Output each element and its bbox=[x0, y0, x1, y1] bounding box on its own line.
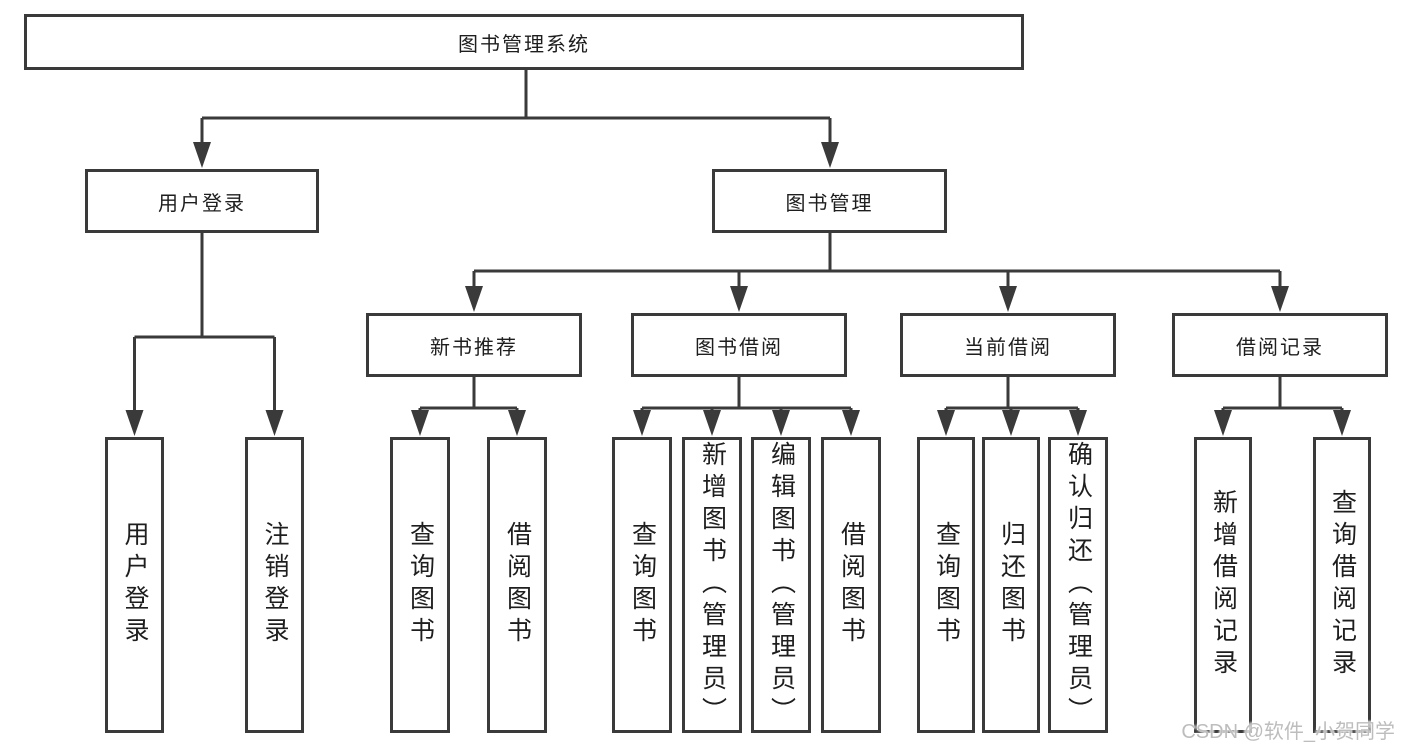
node-add-books-admin: 新增图书（管理员） bbox=[682, 437, 742, 733]
node-user-login: 用户登录 bbox=[85, 169, 319, 233]
node-label: 查询图书 bbox=[406, 521, 435, 649]
node-query-books-recommendation: 查询图书 bbox=[390, 437, 450, 733]
node-borrowing-records: 借阅记录 bbox=[1172, 313, 1388, 377]
node-query-books-borrowing: 查询图书 bbox=[612, 437, 672, 733]
node-label: 查询图书 bbox=[932, 521, 961, 649]
node-query-borrow-record: 查询借阅记录 bbox=[1313, 437, 1371, 733]
node-label: 图书管理 bbox=[785, 192, 874, 215]
node-query-books-current: 查询图书 bbox=[917, 437, 975, 733]
watermark: CSDN @软件_小贺同学 bbox=[1181, 721, 1395, 743]
node-borrow-books-recommendation: 借阅图书 bbox=[487, 437, 547, 733]
node-label: 查询图书 bbox=[628, 521, 657, 649]
node-label: 用户登录 bbox=[121, 521, 149, 649]
node-label: 新书推荐 bbox=[430, 336, 518, 359]
node-label: 新增图书（管理员） bbox=[698, 441, 727, 729]
node-label: 图书借阅 bbox=[695, 336, 783, 359]
node-current-borrowing: 当前借阅 bbox=[900, 313, 1116, 377]
node-new-book-recommendation: 新书推荐 bbox=[366, 313, 582, 377]
node-return-books: 归还图书 bbox=[982, 437, 1040, 733]
node-label: 借阅记录 bbox=[1236, 336, 1324, 359]
node-logout-leaf: 注销登录 bbox=[245, 437, 304, 733]
node-label: 新增借阅记录 bbox=[1209, 489, 1238, 681]
node-library-management-system: 图书管理系统 bbox=[24, 14, 1024, 70]
node-label: 归还图书 bbox=[997, 521, 1026, 649]
node-book-management: 图书管理 bbox=[712, 169, 947, 233]
node-label: 确认归还（管理员） bbox=[1064, 441, 1093, 729]
node-user-login-leaf: 用户登录 bbox=[105, 437, 164, 733]
node-confirm-return-admin: 确认归还（管理员） bbox=[1048, 437, 1108, 733]
node-edit-books-admin: 编辑图书（管理员） bbox=[751, 437, 811, 733]
node-add-borrow-record: 新增借阅记录 bbox=[1194, 437, 1252, 733]
node-label: 注销登录 bbox=[261, 521, 289, 649]
node-book-borrowing: 图书借阅 bbox=[631, 313, 847, 377]
node-label: 用户登录 bbox=[158, 192, 246, 215]
node-label: 借阅图书 bbox=[503, 521, 532, 649]
node-label: 编辑图书（管理员） bbox=[767, 441, 796, 729]
arrowheads bbox=[125, 142, 1351, 436]
node-label: 借阅图书 bbox=[837, 521, 866, 649]
node-label: 当前借阅 bbox=[964, 336, 1052, 359]
node-label: 查询借阅记录 bbox=[1328, 489, 1357, 681]
node-label: 图书管理系统 bbox=[458, 33, 590, 56]
node-borrow-books-borrowing: 借阅图书 bbox=[821, 437, 881, 733]
